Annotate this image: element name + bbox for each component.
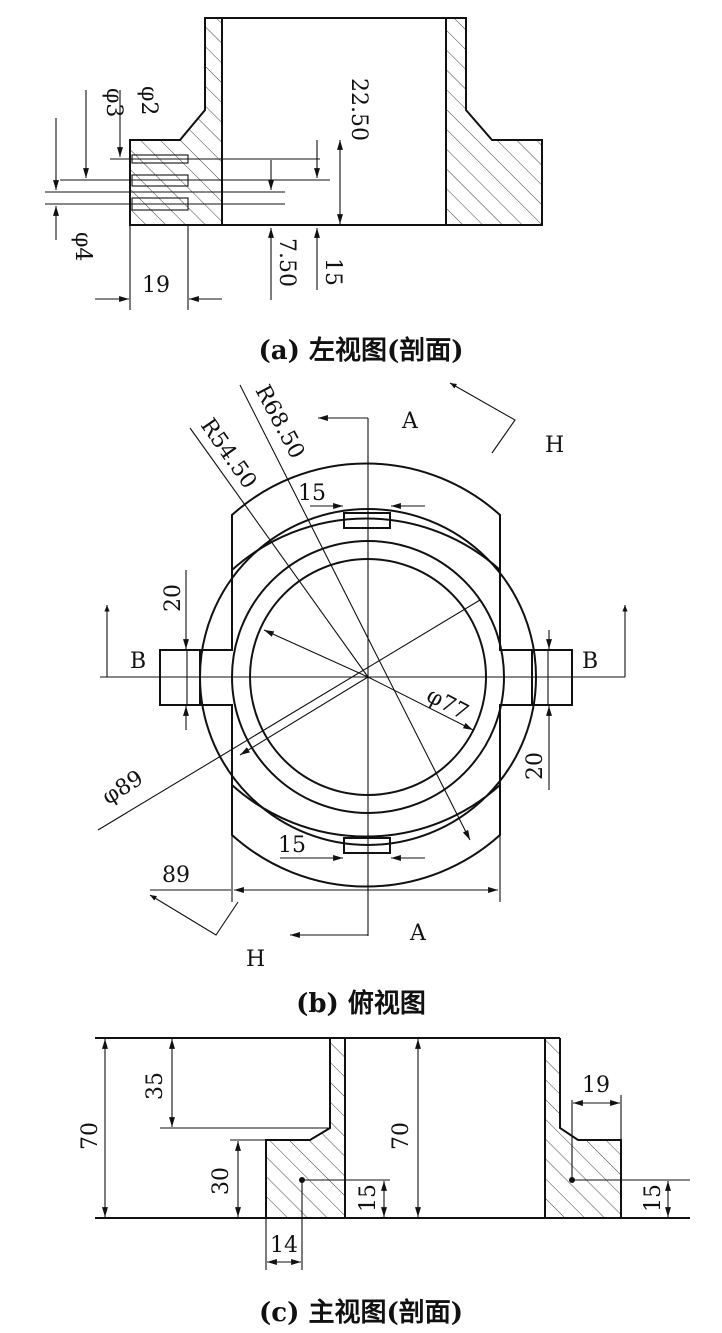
dim-22-50: 22.50 [346, 78, 371, 141]
caption-b: (b) 俯视图 [296, 989, 426, 1019]
dim-phi4: φ4 [70, 232, 95, 261]
dim-89: 89 [162, 863, 190, 888]
circle-r54-50 [231, 540, 505, 814]
circle-r68-50 [199, 508, 537, 846]
dim-70-inner: 70 [389, 1122, 414, 1150]
dim-19: 19 [142, 273, 170, 298]
right-wall-hatch [545, 1038, 621, 1218]
label-h-top: H [545, 433, 564, 458]
dim-15-bottom: 15 [278, 833, 306, 858]
dim-phi89: φ89 [98, 766, 148, 810]
dim-7-50: 7.50 [274, 238, 299, 287]
dim-15-right: 15 [641, 1184, 666, 1212]
top-slot [343, 512, 391, 529]
dim-15: 15 [320, 258, 345, 286]
dim-35: 35 [143, 1072, 168, 1100]
label-b-right: B [582, 649, 598, 674]
label-a-top: A [401, 409, 419, 434]
dim-14: 14 [270, 1233, 298, 1258]
dim-phi2: φ2 [136, 86, 161, 115]
right-wall-hatch [446, 18, 542, 225]
label-h-bottom: H [246, 947, 265, 972]
caption-a: (a) 左视图(剖面) [258, 336, 464, 366]
dim-70-left: 70 [78, 1122, 103, 1150]
view-b-top-view: A A B B H H R68.50 R54.50 15 15 20 20 φ7… [97, 381, 628, 972]
dim-19: 19 [582, 1073, 610, 1098]
view-c-front-section: 70 35 30 70 15 14 19 15 [78, 1037, 690, 1270]
view-a-left-section: φ2 φ3 φ4 22.50 7.50 15 19 [45, 17, 543, 310]
dim-phi77: φ77 [422, 683, 472, 725]
dim-20-right: 20 [523, 752, 548, 780]
caption-c: (c) 主视图(剖面) [258, 1298, 464, 1328]
dim-30: 30 [209, 1167, 234, 1195]
bottom-slot [343, 837, 391, 854]
left-wall-hatch [266, 1038, 345, 1218]
dim-phi3: φ3 [101, 88, 126, 117]
dim-15-mid: 15 [356, 1184, 381, 1212]
left-wall-hatch [130, 18, 222, 225]
label-a-bottom: A [409, 921, 427, 946]
circle-phi77 [249, 558, 487, 796]
outline [129, 17, 543, 226]
dim-20-left: 20 [161, 584, 186, 612]
dim-15-top: 15 [298, 481, 326, 506]
label-b-left: B [130, 649, 146, 674]
